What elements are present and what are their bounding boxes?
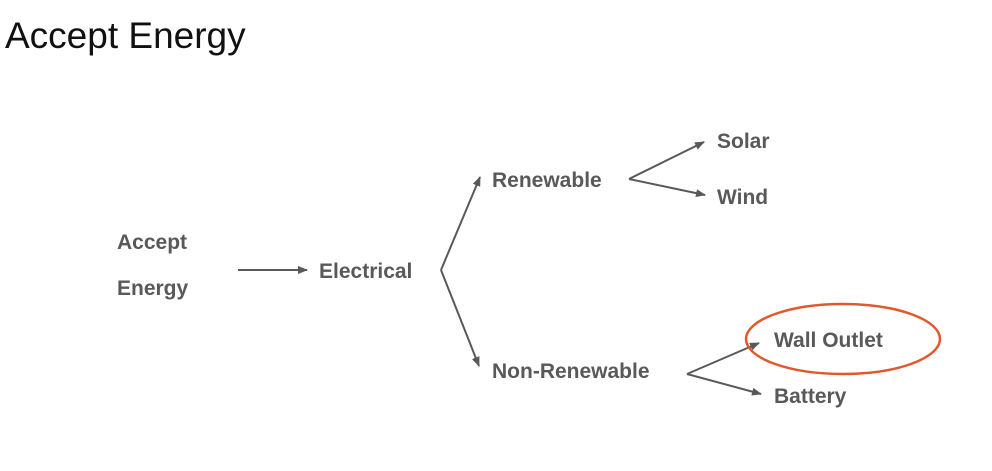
node-solar: Solar [717,130,770,153]
node-renewable: Renewable [492,169,602,192]
node-battery: Battery [774,385,847,408]
arrow-electrical-to-renewable [440,176,481,271]
arrow-renewable-to-wind [628,178,706,198]
page-title: Accept Energy [5,15,246,56]
node-wall-outlet: Wall Outlet [774,329,883,352]
wall-outlet-highlight-ellipse [744,302,942,376]
node-wind: Wind [717,186,769,209]
arrow-electrical-to-non-renewable [440,269,480,367]
node-non-renewable: Non-Renewable [492,360,650,383]
arrow-non-renewable-to-battery [686,373,762,396]
node-accept-energy-line2: Energy [117,277,189,300]
node-electrical: Electrical [319,260,413,283]
node-accept-energy-line1: Accept [117,231,188,254]
arrow-non-renewable-to-wall-outlet [686,342,760,375]
arrow-renewable-to-solar [628,141,705,180]
